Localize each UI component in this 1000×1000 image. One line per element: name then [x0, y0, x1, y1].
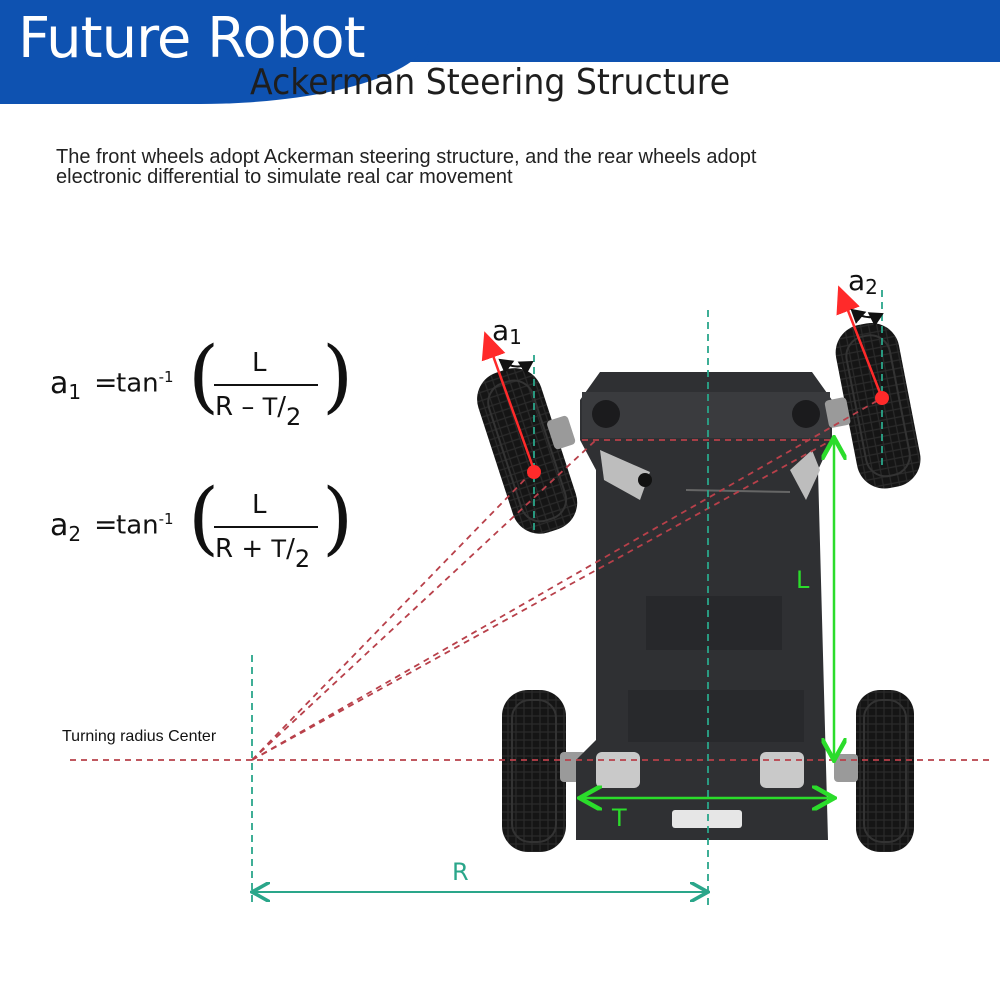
formula-a1-paren-open: ( — [188, 329, 220, 422]
formula-a2-lhs: a2 — [50, 508, 82, 546]
steering-rays — [70, 397, 990, 761]
ray-to-front-axle-left — [251, 439, 597, 761]
formula-a2-fraction-bar — [214, 526, 318, 528]
formula-a1-function: tan-1 — [116, 368, 174, 399]
formula-a2-numerator: L — [252, 490, 267, 520]
right-heading-arrow — [836, 285, 884, 399]
rear-right-wheel — [834, 690, 914, 852]
formula-a1-paren-close: ) — [322, 329, 354, 422]
radius-label: R — [452, 858, 469, 886]
left-pivot-dot — [527, 465, 541, 479]
robot-chassis — [576, 372, 832, 840]
steering-direction-arrows — [481, 285, 889, 479]
ray-to-front-axle-right — [251, 439, 833, 761]
right-pivot-dot — [875, 391, 889, 405]
left-heading-arrow — [481, 331, 536, 471]
angle-a1-label: a1 — [492, 314, 522, 349]
formula-a1-lhs: a1 — [50, 366, 82, 404]
formula-a2-equals: = — [94, 508, 118, 541]
track-label: T — [611, 804, 627, 832]
formula-a2-paren-open: ( — [188, 471, 220, 564]
turning-center-label: Turning radius Center — [62, 728, 217, 745]
formula-a1-equals: = — [94, 366, 118, 399]
ray-to-right-pivot — [251, 397, 883, 761]
intro-line-2: electronic differential to simulate real… — [56, 166, 513, 188]
brand-logo-text: Future Robot — [18, 6, 366, 71]
rear-left-wheel — [502, 690, 586, 852]
angle-a1-arc — [498, 358, 534, 376]
formula-a2-denominator: R + T/2 — [215, 534, 311, 573]
formula-a1: a1 = tan-1 ( L R – T/2 ) — [50, 336, 353, 438]
wheelbase-label: L — [796, 566, 810, 594]
formula-a1-fraction-bar — [214, 384, 318, 386]
ray-to-left-pivot — [251, 469, 535, 761]
formula-a1-denominator: R – T/2 — [215, 392, 302, 431]
formula-a2: a2 = tan-1 ( L R + T/2 ) — [50, 478, 353, 580]
formula-a2-paren-close: ) — [322, 471, 354, 564]
page-title: Ackerman Steering Structure — [250, 62, 730, 103]
angle-a2-label: a2 — [848, 264, 878, 299]
angle-a2-arc — [850, 308, 884, 327]
front-right-wheel — [824, 323, 921, 489]
formula-a2-function: tan-1 — [116, 510, 174, 541]
formula-a1-numerator: L — [252, 348, 267, 378]
intro-text: The front wheels adopt Ackerman steering… — [56, 147, 936, 187]
intro-line-1: The front wheels adopt Ackerman steering… — [56, 146, 757, 168]
